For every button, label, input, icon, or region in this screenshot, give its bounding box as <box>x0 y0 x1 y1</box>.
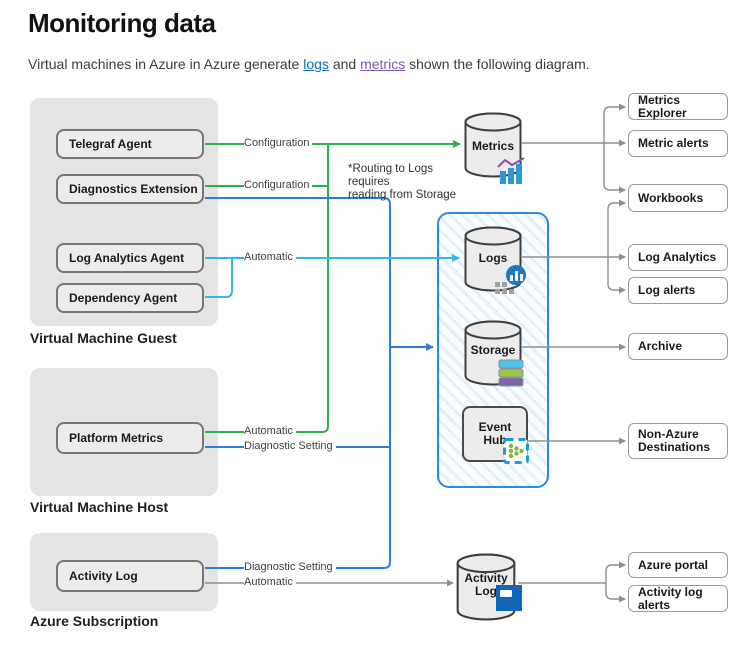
intro-mid: and <box>328 56 361 72</box>
dest-log-alerts: Log alerts <box>628 277 728 304</box>
storage-store-label: Storage <box>470 343 516 357</box>
edge-label-automatic-guest: Automatic <box>244 251 296 264</box>
dest-activity-log-alerts: Activity log alerts <box>628 585 728 612</box>
intro-text: Virtual machines in Azure in Azure gener… <box>28 56 590 72</box>
edge-label-diagnostic-setting-host: Diagnostic Setting <box>244 440 336 453</box>
group-label-vm-guest: Virtual Machine Guest <box>30 330 177 346</box>
page-title: Monitoring data <box>28 8 216 38</box>
logs-link[interactable]: logs <box>303 56 329 72</box>
routing-note-line2: reading from Storage <box>348 189 457 201</box>
dest-metrics-explorer: Metrics Explorer <box>628 93 728 120</box>
edge-label-diagnostic-setting-sub: Diagnostic Setting <box>244 561 336 574</box>
dest-metric-alerts: Metric alerts <box>628 130 728 157</box>
storage-icon <box>498 359 524 387</box>
logs-store-label: Logs <box>478 251 508 265</box>
activity-log-store-label: Activity Log <box>464 571 508 598</box>
edge-label-automatic-host: Automatic <box>244 425 296 438</box>
routing-note: *Routing to Logs requires reading from S… <box>348 163 466 202</box>
dest-azure-portal: Azure portal <box>628 552 728 578</box>
dest-workbooks: Workbooks <box>628 184 728 212</box>
agent-box-platform-metrics: Platform Metrics <box>56 422 204 454</box>
group-label-vm-host: Virtual Machine Host <box>30 499 169 515</box>
intro-post: shown the following diagram. <box>405 56 590 72</box>
edge-label-configuration-2: Configuration <box>244 179 313 192</box>
edge-label-configuration-1: Configuration <box>244 137 313 150</box>
metrics-chart-icon <box>497 157 525 184</box>
routing-note-line1: *Routing to Logs requires <box>348 163 434 188</box>
agent-box-activity-log: Activity Log <box>56 560 204 592</box>
agent-box-telegraf: Telegraf Agent <box>56 129 204 159</box>
agent-box-dependency-agent: Dependency Agent <box>56 283 204 313</box>
dest-archive: Archive <box>628 333 728 360</box>
agent-box-diagnostics-extension: Diagnostics Extension <box>56 174 204 204</box>
group-label-azure-subscription: Azure Subscription <box>30 613 159 629</box>
metrics-link[interactable]: metrics <box>360 56 406 72</box>
activity-log-icon <box>496 585 522 611</box>
intro-pre: Virtual machines in Azure in Azure gener… <box>28 56 304 72</box>
dest-log-analytics: Log Analytics <box>628 244 728 271</box>
metrics-store-label: Metrics <box>471 139 515 153</box>
logs-analytics-icon <box>495 265 526 294</box>
event-hub-icon <box>503 438 529 464</box>
edge-label-automatic-sub: Automatic <box>244 576 296 589</box>
event-hub-label: Event Hub <box>478 420 512 447</box>
storage-store-cylinder <box>464 320 522 386</box>
agent-box-log-analytics-agent: Log Analytics Agent <box>56 243 204 273</box>
dest-non-azure-destinations: Non-Azure Destinations <box>628 423 728 459</box>
